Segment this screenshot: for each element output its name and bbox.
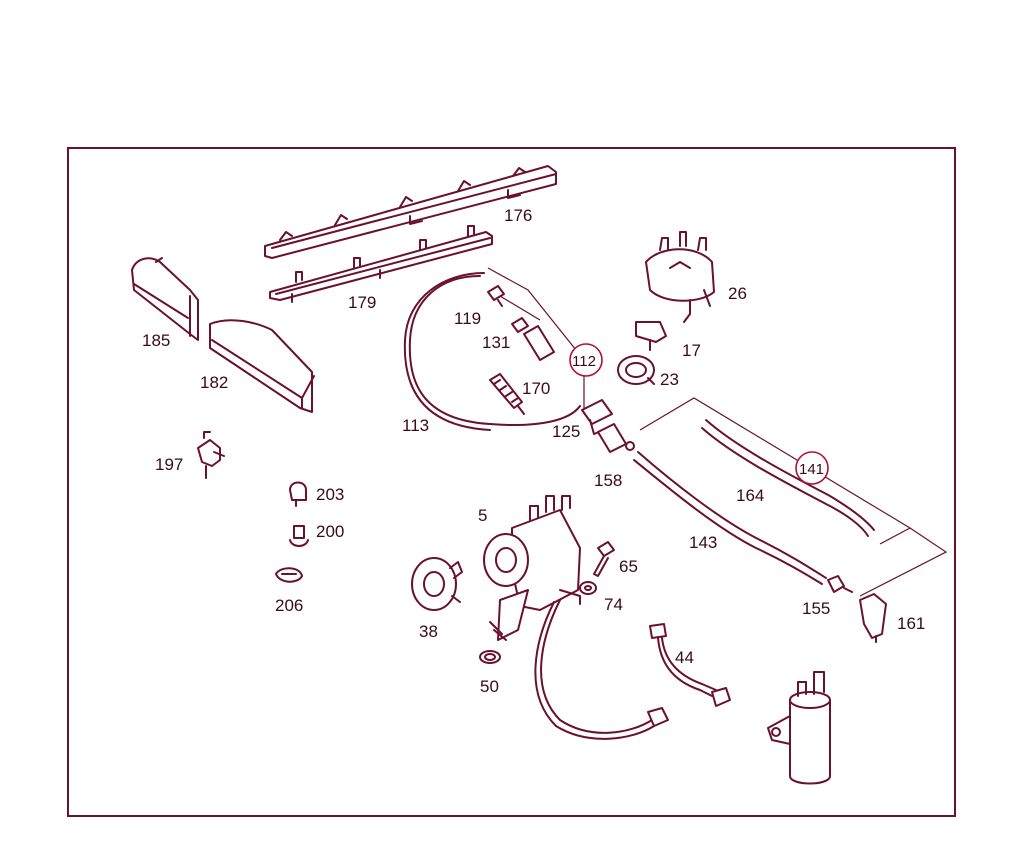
part-38-vacuum-unit[interactable] <box>411 557 463 611</box>
part-182-cover[interactable] <box>209 319 315 413</box>
callout-112-circle[interactable] <box>569 343 603 377</box>
part-206-clip[interactable] <box>275 567 303 583</box>
part-179-rail[interactable] <box>269 225 493 303</box>
label-17: 17 <box>682 341 701 360</box>
label-185: 185 <box>142 331 170 350</box>
label-131: 131 <box>482 333 510 352</box>
part-197-clip[interactable] <box>197 431 225 479</box>
label-44: 44 <box>675 648 694 667</box>
label-141: 141 <box>799 461 824 478</box>
label-38: 38 <box>419 622 438 641</box>
part-185-cover[interactable] <box>131 257 199 341</box>
ignition-coil[interactable] <box>767 671 831 785</box>
label-113: 113 <box>402 416 429 435</box>
part-155-connector[interactable] <box>827 575 853 593</box>
part-143-hose[interactable] <box>637 451 827 579</box>
part-5-distributor[interactable] <box>483 495 581 641</box>
label-206: 206 <box>275 596 303 615</box>
part-74-washer[interactable] <box>579 581 597 595</box>
label-170: 170 <box>522 379 550 398</box>
label-125: 125 <box>552 422 580 441</box>
label-50: 50 <box>480 677 499 696</box>
part-17-rotor[interactable] <box>635 321 667 351</box>
distributor-wire[interactable] <box>540 599 653 734</box>
label-26: 26 <box>728 284 747 303</box>
label-74: 74 <box>604 595 623 614</box>
label-197: 197 <box>155 455 183 474</box>
label-176: 176 <box>504 206 532 225</box>
part-23-seal[interactable] <box>617 355 655 385</box>
label-179: 179 <box>348 293 376 312</box>
label-182: 182 <box>200 373 228 392</box>
label-143: 143 <box>689 533 717 552</box>
label-155: 155 <box>802 599 830 618</box>
leader-141 <box>639 397 948 597</box>
part-170-spark-plug[interactable] <box>489 373 525 415</box>
label-158: 158 <box>594 471 622 490</box>
part-200-clip[interactable] <box>289 525 309 547</box>
part-131-valve[interactable] <box>511 317 555 361</box>
part-164-hose[interactable] <box>705 419 875 531</box>
part-176-rail[interactable] <box>264 165 557 259</box>
part-158-connector[interactable] <box>597 423 635 453</box>
part-50-o-ring[interactable] <box>479 650 501 664</box>
part-203-clip[interactable] <box>289 481 307 507</box>
label-203: 203 <box>316 485 344 504</box>
part-113-hose[interactable] <box>408 275 581 427</box>
part-119-valve[interactable] <box>487 285 505 307</box>
label-161: 161 <box>897 614 925 633</box>
label-112: 112 <box>572 353 596 370</box>
part-65-screw[interactable] <box>593 541 615 577</box>
label-200: 200 <box>316 522 344 541</box>
part-26-distributor-cap[interactable] <box>645 231 715 323</box>
diagram-frame <box>67 147 956 817</box>
label-23: 23 <box>660 370 679 389</box>
label-119: 119 <box>454 309 481 328</box>
label-164: 164 <box>736 486 764 505</box>
part-44-sensor-cable[interactable] <box>649 623 731 707</box>
part-161-valve[interactable] <box>859 593 887 643</box>
label-5: 5 <box>478 506 487 525</box>
label-65: 65 <box>619 557 638 576</box>
callout-141-circle[interactable] <box>795 451 829 485</box>
